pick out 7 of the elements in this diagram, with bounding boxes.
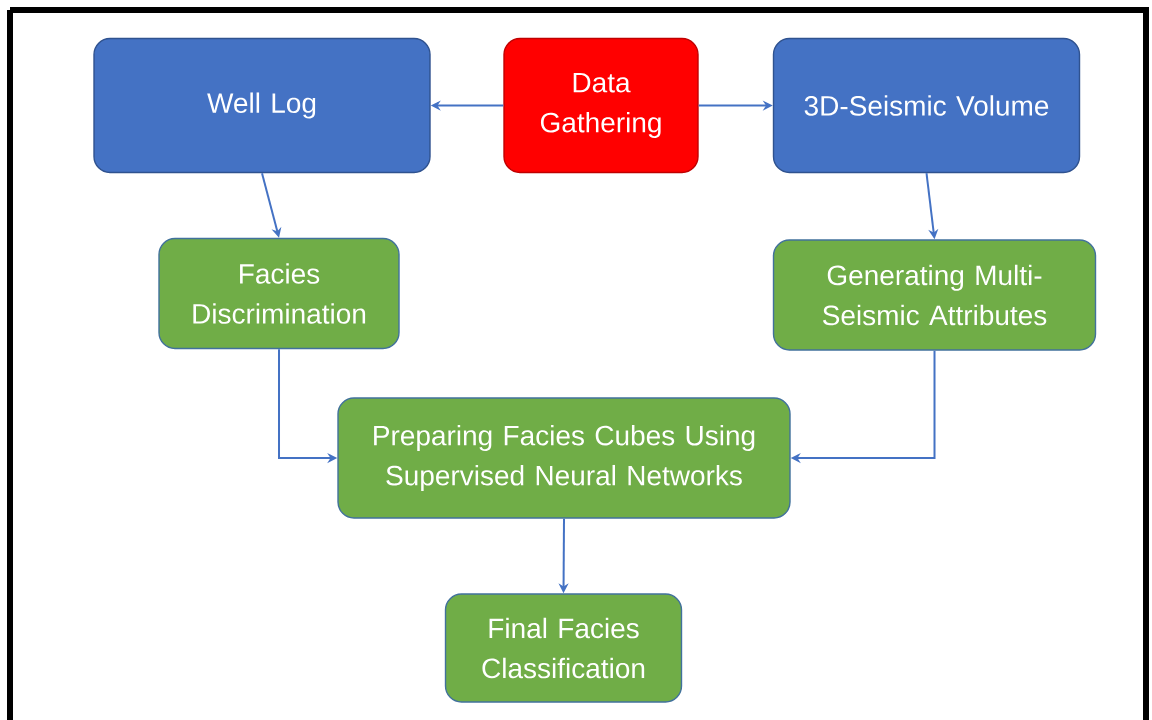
process-box: Preparing Facies Cubes Using Supervised Neural Networks	[337, 397, 791, 519]
process-box: Generating Multi-Seismic Attributes	[772, 239, 1097, 351]
process-box: Well Log	[93, 37, 431, 174]
process-box: 3D-Seismic Volume	[772, 37, 1081, 174]
process-box: Data Gathering	[503, 37, 699, 174]
process-box: Final Facies Classification	[444, 593, 683, 703]
process-box: Facies Discrimination	[158, 237, 400, 350]
